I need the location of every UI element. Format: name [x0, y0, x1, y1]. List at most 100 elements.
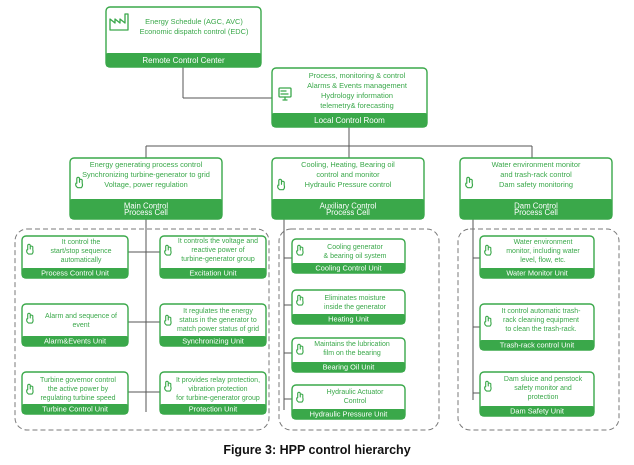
box-description-line: reactive power of [191, 247, 244, 254]
box-label: Dam Control [514, 201, 558, 210]
box-label: Heating Unit [328, 315, 369, 324]
box-description-line: inside the generator [324, 304, 387, 311]
diagram-boxes: Energy Schedule (AGC, AVC)Economic dispa… [21, 6, 613, 420]
box-description-line: Dam sluice and penstock [504, 376, 583, 383]
hand-icon [26, 383, 34, 395]
box-description-line: event [72, 322, 89, 329]
box-description-line: Energy generating process control [90, 160, 203, 169]
figure-caption: Figure 3: HPP control hierarchy [223, 443, 411, 457]
box-cooling: Cooling generator& bearing oil systemCoo… [291, 238, 406, 274]
box-label-band [292, 314, 405, 324]
box-label: Remote Control Center [142, 56, 225, 65]
box-label-band [460, 199, 612, 219]
box-description-line: It control automatic trash- [502, 308, 582, 315]
box-label: Trash-rack control Unit [500, 341, 574, 350]
unit-group-frame [278, 228, 440, 431]
box-label: Alarm&Events Unit [44, 337, 106, 346]
box-heating: Eliminates moisture inside the generatorH… [291, 289, 406, 325]
box-label-band [480, 340, 594, 350]
hand-icon [277, 178, 286, 191]
box-description-line: Eliminates moisture [324, 295, 385, 302]
box-label-band [292, 263, 405, 273]
box-label: Process Cell [514, 208, 558, 217]
box-label-band [292, 362, 405, 372]
box-label: Dam Safety Unit [510, 407, 564, 416]
box-description-line: Hydraulic Actuator [327, 389, 384, 396]
box-label-band [480, 406, 594, 416]
hand-icon [75, 176, 84, 189]
box-description-line: safety monitor and [514, 385, 572, 392]
box-description-line: Water environment [514, 239, 573, 246]
box-label: Turbine Control Unit [42, 405, 108, 414]
box-label-band [22, 268, 128, 278]
box-main: Energy generating process controlSynchro… [69, 157, 223, 220]
hand-icon [484, 315, 492, 327]
box-description-line: Process, monitoring & control [309, 71, 406, 80]
box-label-band [106, 53, 261, 67]
box-description-line: It controls the voltage and [178, 238, 258, 245]
hand-icon [484, 244, 492, 256]
box-label-band [292, 409, 405, 419]
box-label: Hydraulic Pressure Unit [310, 410, 388, 419]
box-description-line: & bearing oil system [323, 253, 386, 260]
box-description-line: Dam safety monitoring [499, 180, 573, 189]
box-label: Main Control [124, 201, 168, 210]
box-description-line: the active power by [48, 386, 109, 393]
box-label: Cooling Control Unit [315, 264, 381, 273]
box-description-line: Hydrology information [321, 91, 393, 100]
hand-icon [164, 314, 172, 326]
hand-icon [296, 244, 304, 256]
box-remote: Energy Schedule (AGC, AVC)Economic dispa… [105, 6, 262, 68]
hand-icon [484, 380, 492, 392]
box-label-band [160, 404, 266, 414]
box-description-line: It control the [62, 239, 101, 246]
box-label-band [480, 268, 594, 278]
box-description-line: telemetry& forecasting [320, 101, 394, 110]
box-description-line: It provides relay protection, [176, 377, 260, 384]
box-description-line: control and monitor [316, 170, 380, 179]
unit-group-frame [457, 228, 620, 431]
box-description-line: vibration protection [188, 386, 247, 393]
box-description-line: Economic dispatch control (EDC) [140, 27, 249, 36]
monitor-icon [278, 87, 292, 101]
box-label: Synchronizing Unit [182, 337, 244, 346]
hand-icon [26, 312, 34, 324]
hand-icon [465, 176, 474, 189]
box-label: Bearing Oil Unit [323, 363, 375, 372]
box-protection: It provides relay protection, vibration p… [159, 371, 267, 415]
box-description-line: status in the generator to [179, 317, 257, 324]
box-description-line: monitor, including water [506, 248, 580, 255]
hierarchy-diagram: Energy Schedule (AGC, AVC)Economic dispa… [14, 6, 620, 431]
hand-icon [164, 244, 172, 256]
box-description-line: Hydraulic Pressure control [305, 180, 392, 189]
factory-icon [109, 13, 129, 31]
box-label-band [160, 336, 266, 346]
hand-icon [164, 380, 172, 392]
box-description-line: and trash-rack control [500, 170, 572, 179]
hand-icon [296, 294, 304, 306]
box-label: Process Control Unit [41, 269, 109, 278]
box-label-band [22, 404, 128, 414]
box-label-band [272, 113, 427, 127]
box-description-line: to clean the trash-rack. [505, 326, 576, 333]
box-description-line: Cooling, Heating, Bearing oil [301, 160, 395, 169]
hand-icon [296, 391, 304, 403]
box-description-line: turbine-generator group [181, 256, 255, 263]
box-description-line: regulating turbine speed [40, 395, 115, 402]
box-description-line: Synchronizing turbine-generator to grid [82, 170, 210, 179]
box-description-line: Alarms & Events management [307, 81, 407, 90]
box-trashrack: It control automatic trash-rack cleaning… [479, 303, 595, 351]
box-label-band [160, 268, 266, 278]
box-description-line: match power status of grid [177, 326, 259, 333]
unit-group-frames [14, 228, 620, 431]
unit-group-frame [14, 228, 270, 431]
box-label-band [22, 336, 128, 346]
box-label-band [272, 199, 424, 219]
box-excitation: It controls the voltage and reactive powe… [159, 235, 267, 279]
